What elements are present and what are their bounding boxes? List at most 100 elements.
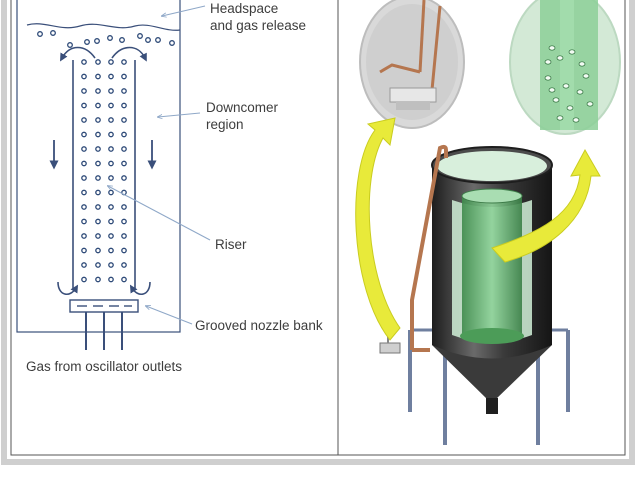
vessel-outline: [16, 0, 181, 333]
riser-bubble: [95, 175, 101, 181]
riser-bubble: [81, 117, 87, 123]
inset-bubble: [578, 61, 586, 67]
flow-arrow-bottom-left: [57, 281, 79, 295]
riser-bubble: [108, 204, 114, 210]
reactor-schematic: [16, 0, 211, 350]
riser-bubble: [108, 247, 114, 254]
inner-riser: [462, 196, 522, 336]
inset-bubble: [544, 59, 552, 65]
riser-bubble: [81, 88, 87, 94]
magnify-arrows: [355, 117, 601, 341]
riser-bubble: [81, 175, 87, 181]
riser-bubble: [108, 233, 114, 239]
riser-bubble: [121, 276, 127, 283]
inset-nozzle-detail: [359, 0, 465, 129]
arrow-to-riser-inset: [491, 148, 601, 263]
riser-bubble: [81, 59, 87, 65]
riser-bubble: [121, 73, 127, 80]
inset-bubble: [566, 105, 574, 111]
riser-bubble: [95, 102, 101, 109]
riser-bubble: [81, 131, 87, 138]
riser-bubble: [121, 247, 127, 254]
conical-bottom: [432, 345, 552, 400]
flow-arrow-bottom-right: [129, 281, 151, 295]
inset-bubble: [562, 83, 570, 89]
riser-bubble: [108, 262, 114, 268]
leader-lines: [108, 5, 211, 325]
inset-bubble: [582, 73, 590, 79]
liquid-surface: [26, 23, 181, 31]
pipe-fitting: [379, 342, 401, 354]
riser-bubble: [81, 247, 87, 254]
riser-bubble: [108, 131, 114, 138]
inset-bubble: [572, 117, 580, 123]
inset-bubble: [548, 87, 556, 93]
riser-bubble: [121, 59, 127, 65]
drain-nozzle: [486, 398, 498, 414]
riser-bubble: [81, 189, 87, 196]
riser-bubble: [108, 73, 114, 80]
riser-bubble: [81, 73, 87, 80]
inset-bubble: [586, 101, 594, 107]
label-riser: Riser: [215, 237, 247, 252]
label-gas-inlet: Gas from oscillator outlets: [26, 359, 183, 374]
inset-bubble: [556, 55, 564, 61]
riser-bubble: [108, 160, 114, 167]
riser-bubble: [95, 262, 101, 268]
riser-bubble: [95, 204, 101, 210]
arrow-to-nozzle-inset: [355, 117, 401, 341]
riser-bubble: [81, 233, 87, 239]
riser-bubble: [81, 160, 87, 167]
riser-bubble: [121, 204, 127, 210]
riser-bubble: [95, 160, 101, 167]
riser-bubble: [81, 102, 87, 109]
riser-bubble: [95, 146, 101, 152]
flow-arrow-top-left: [60, 46, 96, 62]
riser-bubble: [95, 117, 101, 123]
headspace-bubbles: [37, 30, 175, 48]
gas-inlet-pipes: [85, 312, 123, 350]
riser-bubble: [121, 175, 127, 181]
riser-bubble: [81, 276, 87, 283]
reactor-3d-illustration: [355, 0, 621, 445]
riser-bubble: [95, 247, 101, 254]
riser-bubble: [108, 146, 114, 152]
riser-bubble: [108, 189, 114, 196]
riser-bubble: [108, 117, 114, 123]
label-nozzle-bank: Grooved nozzle bank: [195, 318, 323, 333]
riser-bubble: [108, 59, 114, 65]
inset-bubble: [548, 45, 556, 51]
label-headspace: Headspace and gas release: [210, 1, 307, 33]
riser-bubble: [95, 189, 101, 196]
riser-bubble: [108, 276, 114, 283]
riser-bubble: [95, 59, 101, 65]
inset-bubble: [552, 97, 560, 103]
riser-bubble: [95, 88, 101, 94]
riser-bubble: [121, 117, 127, 123]
inset-riser-bubbles: [509, 0, 621, 135]
riser-bubbles: [81, 59, 127, 283]
riser-bubble: [95, 131, 101, 138]
riser-bubble: [121, 233, 127, 239]
vessel-opening: [437, 151, 547, 181]
riser-bubble: [95, 218, 101, 225]
riser-bubble: [81, 146, 87, 152]
riser-bubble: [108, 88, 114, 94]
riser-bubble: [121, 131, 127, 138]
label-downcomer: Downcomer region: [206, 100, 279, 132]
inset-bubble: [576, 89, 584, 95]
riser-bubble: [121, 262, 127, 268]
riser-bubble: [121, 88, 127, 94]
riser-bubble: [108, 218, 114, 225]
inset-bubble: [568, 49, 576, 55]
riser-bubble: [81, 218, 87, 225]
riser-bubble: [81, 204, 87, 210]
riser-bubble: [121, 160, 127, 167]
riser-bottom: [460, 328, 524, 344]
riser-bubble: [81, 262, 87, 268]
riser-top: [461, 188, 523, 204]
gas-pipe: [410, 144, 448, 350]
riser-bubble: [95, 276, 101, 283]
riser-bubble: [108, 102, 114, 109]
